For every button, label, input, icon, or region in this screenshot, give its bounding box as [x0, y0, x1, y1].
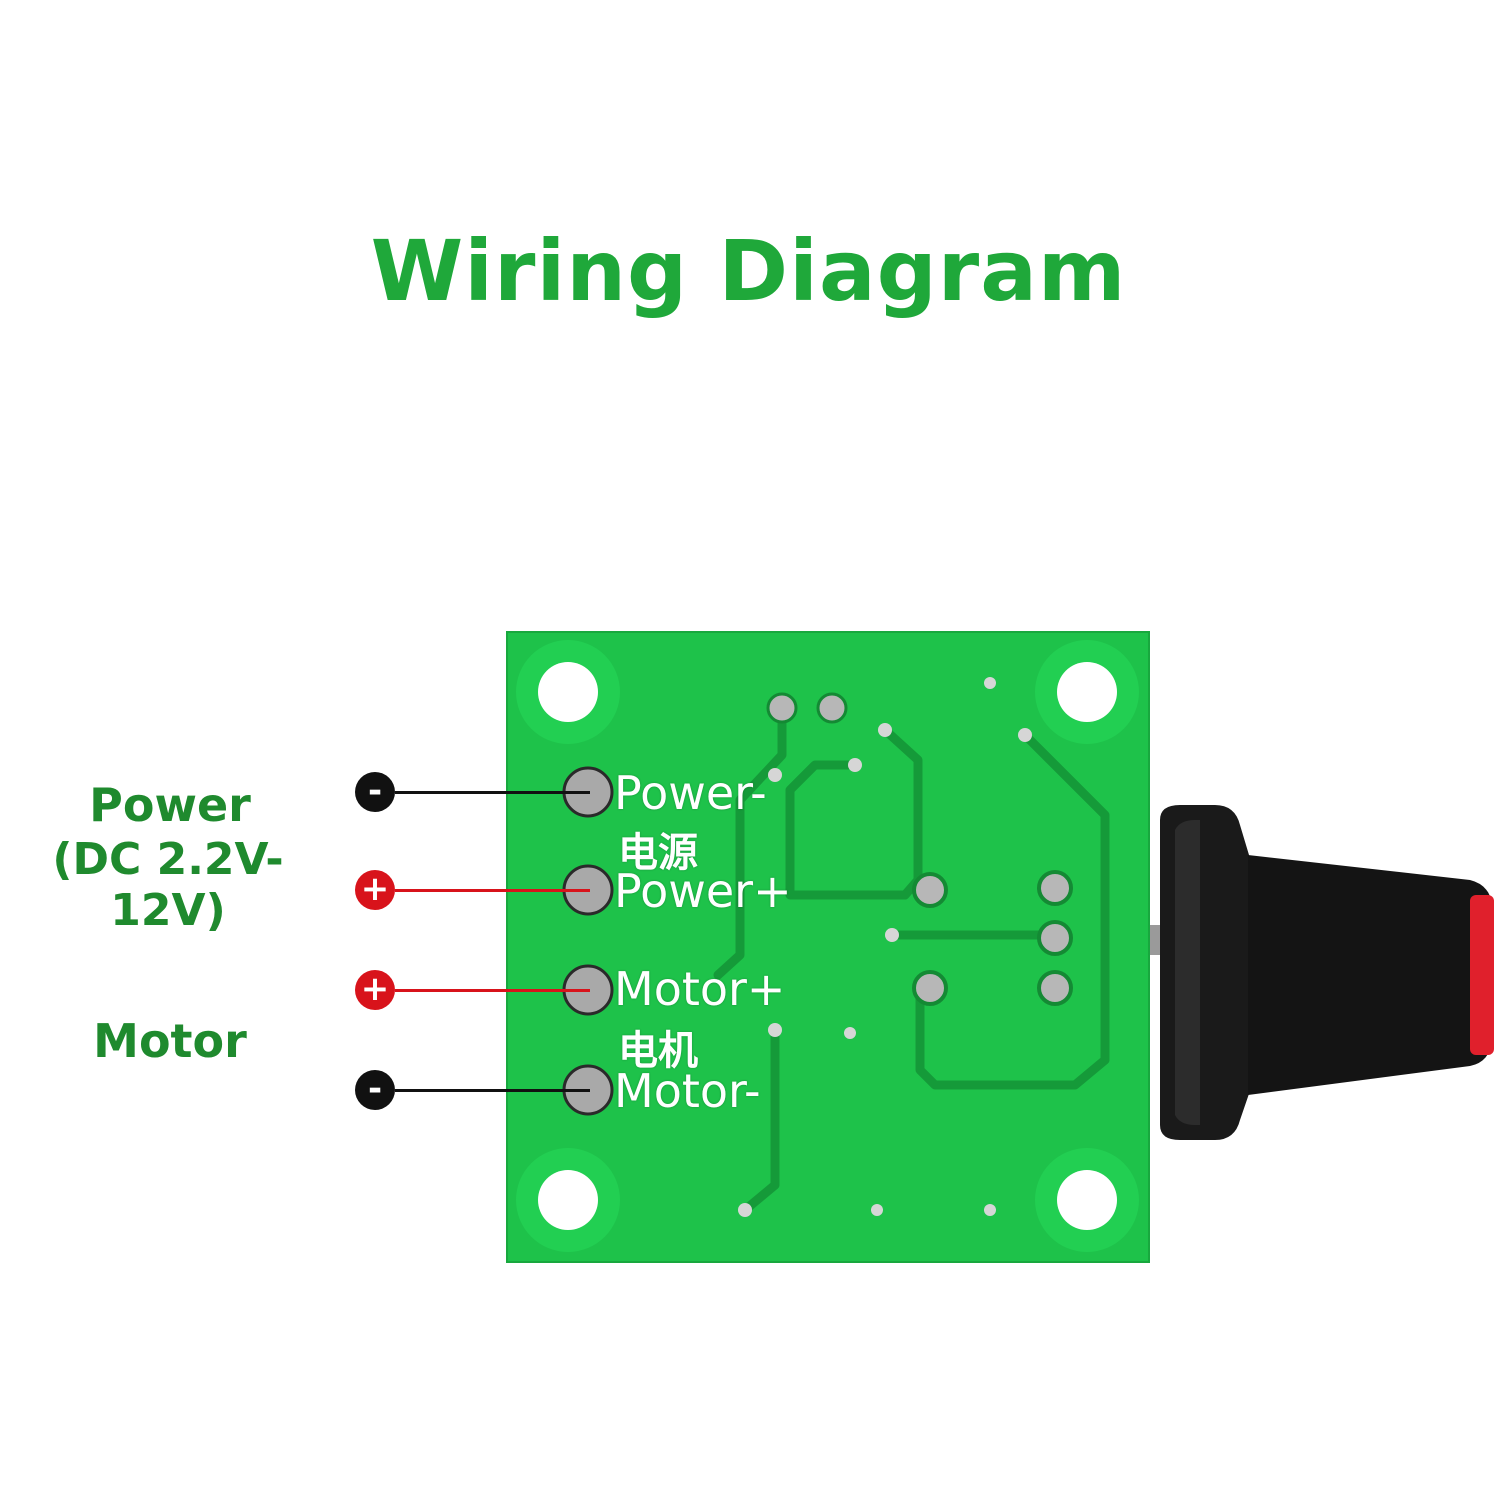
silk-power-negative: Power-	[614, 766, 767, 820]
power-negative-terminal: -	[355, 772, 395, 812]
potentiometer-knob	[1140, 805, 1494, 1140]
diagram-title: Wiring Diagram	[370, 222, 1127, 320]
wire-motor-positive	[395, 989, 590, 992]
power-positive-terminal: +	[355, 870, 395, 910]
pcb-traces	[713, 705, 1110, 1215]
silk-motor-negative: Motor-	[614, 1064, 761, 1118]
wire-power-positive	[395, 889, 590, 892]
wire-motor-negative	[395, 1089, 590, 1092]
mounting-holes	[516, 640, 1139, 1252]
silk-motor-positive: Motor+	[614, 962, 786, 1016]
motor-positive-terminal: +	[355, 970, 395, 1010]
power-voltage-range: (DC 2.2V-12V)	[52, 834, 284, 936]
power-group-label: Power	[89, 778, 251, 832]
motor-negative-terminal: -	[355, 1070, 395, 1110]
silk-motor-cn: 电机	[618, 1028, 698, 1074]
wire-power-negative	[395, 791, 590, 794]
pcb-pads	[738, 677, 1073, 1217]
silk-power-positive: Power+	[614, 864, 792, 918]
silk-power-cn: 电源	[618, 830, 698, 876]
motor-group-label: Motor	[93, 1014, 247, 1068]
